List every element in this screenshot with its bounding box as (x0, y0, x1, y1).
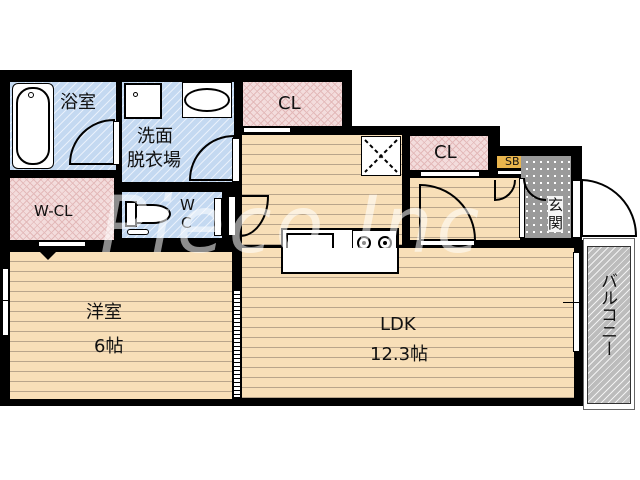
bathroom-door[interactable] (113, 121, 120, 165)
walk-in-closet (10, 178, 114, 240)
closet-top-door[interactable] (243, 127, 291, 133)
front-door-swing (581, 178, 638, 237)
toilet-paper-holder (127, 229, 149, 235)
western-room-door-marker (40, 252, 56, 260)
wash-basin-bowl (184, 88, 230, 112)
hall-door[interactable] (228, 196, 236, 236)
bathtub-inner (16, 87, 50, 165)
bathtub-drain (28, 92, 34, 98)
ldk-door[interactable] (420, 240, 475, 246)
closet-top-label: CL (278, 93, 301, 114)
washing-machine-drain (133, 92, 138, 97)
ldk-window-mullion (563, 302, 593, 303)
front-door[interactable] (572, 180, 581, 238)
ldk-door-swing (419, 183, 477, 241)
washroom-label-line1: 洗面 (137, 126, 173, 147)
bathroom-label: 浴室 (60, 92, 96, 113)
entrance-inner-door[interactable] (519, 178, 525, 238)
toilet-door[interactable] (214, 198, 222, 236)
washroom-label-line2: 脱衣場 (127, 150, 181, 171)
western-room-window-mullion (0, 300, 10, 301)
closet-top (243, 82, 342, 126)
closet-right-label: CL (434, 142, 457, 163)
closet-right-door[interactable] (420, 171, 480, 177)
kitchen-counter-lower (281, 248, 399, 274)
hall-door-swing (239, 195, 270, 237)
shoe-box-door-swing (494, 179, 516, 202)
entrance-label-line2: 関 (548, 214, 564, 232)
washroom-door[interactable] (232, 138, 240, 182)
refrigerator-x-icon (364, 139, 398, 173)
sliding-partition[interactable] (233, 290, 241, 398)
entrance-inner-door-swing (523, 177, 547, 201)
walk-in-closet-label: W-CL (34, 202, 73, 220)
ldk-label: LDK (380, 314, 416, 335)
balcony-label: バルコニー (597, 272, 617, 357)
bathroom-door-swing (68, 118, 115, 165)
entrance-label-line1: 玄 (548, 196, 564, 214)
hall-right (410, 178, 520, 240)
closet-right (410, 136, 488, 170)
washing-machine-pan (124, 83, 162, 119)
western-room-label: 洋室 (86, 302, 122, 323)
shoe-box-label: SB (505, 155, 520, 168)
western-room (10, 252, 232, 399)
western-room-size: 6帖 (94, 336, 124, 357)
toilet-label-w: W (180, 196, 195, 214)
walk-in-closet-door[interactable] (38, 241, 86, 247)
toilet-bowl (135, 204, 171, 224)
washroom-door-swing (188, 134, 235, 181)
western-room-window[interactable] (2, 268, 9, 336)
ldk-size: 12.3帖 (370, 344, 429, 365)
balcony (587, 246, 631, 404)
toilet-label-c: C (181, 214, 192, 232)
watermark: Pieco Inc (100, 181, 484, 271)
